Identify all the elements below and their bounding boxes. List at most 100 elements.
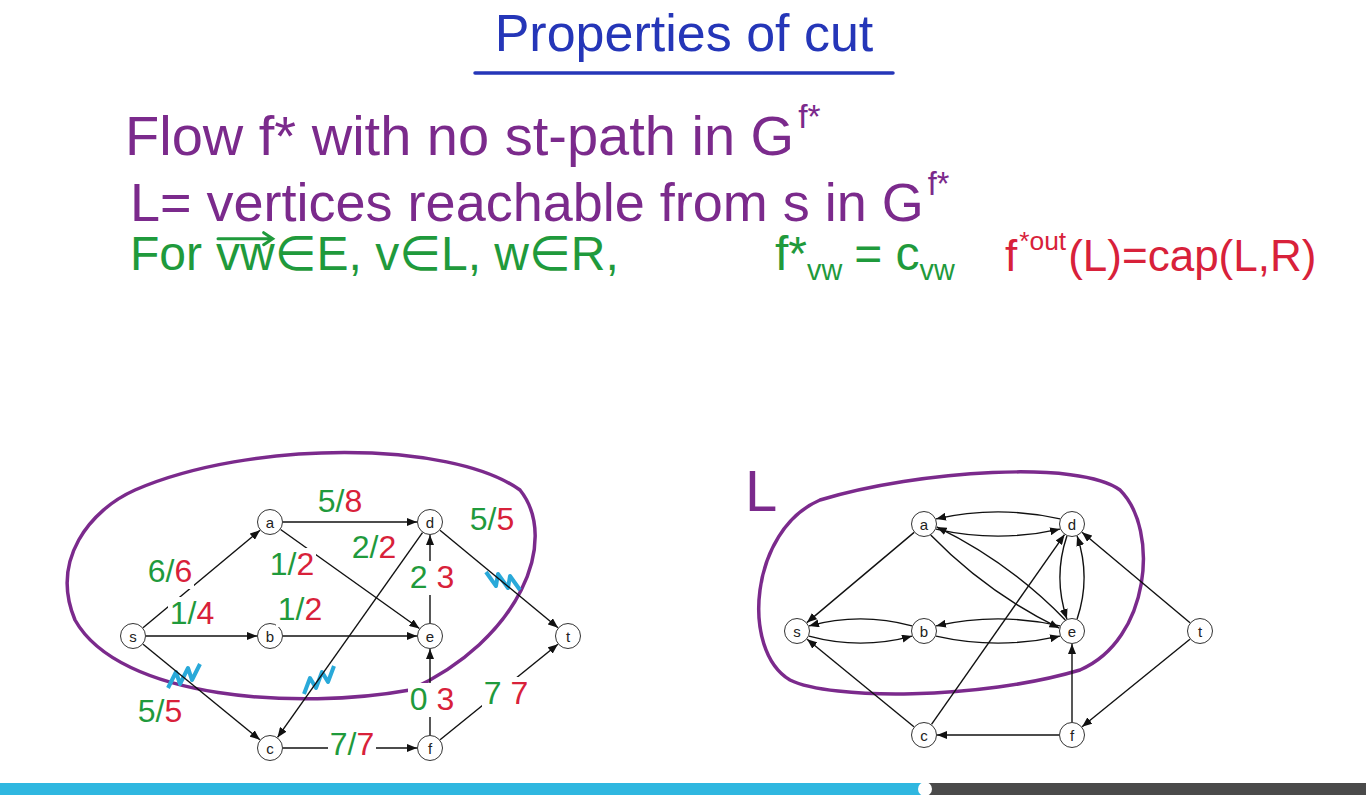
vertex-name: f (428, 741, 432, 756)
flow-value: 6/ (148, 553, 175, 589)
cut-edge-mark (486, 572, 520, 590)
capacity-value: 7 (510, 675, 528, 711)
flow-capacity-label: 1/2 (268, 548, 316, 582)
flow-edge (809, 636, 912, 643)
slide-text: Flow f* with no st-path in G (125, 104, 794, 167)
flow-edge (936, 529, 1060, 536)
flow-capacity-label: 7 7 (482, 677, 530, 711)
slide-text: vw (216, 227, 275, 280)
flow-capacity-label: 5/5 (468, 503, 516, 537)
text-line: L= vertices reachable from s in Gf* (130, 166, 949, 233)
text-line: f*out(L)=cap(L,R) (1005, 226, 1316, 282)
capacity-value: 3 (436, 559, 454, 595)
cut-edge-mark (304, 666, 334, 694)
graph-vertex: s (120, 623, 146, 649)
flow-edge (1082, 532, 1190, 622)
vertex-name: b (920, 624, 928, 639)
graph-vertex: t (1187, 618, 1213, 644)
flow-capacity-label: 7/7 (328, 728, 376, 762)
flow-value: 7 (484, 675, 511, 711)
cut-outline (759, 472, 1144, 694)
capacity-value: 2 (296, 546, 314, 582)
capacity-value: 8 (344, 483, 362, 519)
capacity-value: 2 (304, 591, 322, 627)
flow-edge (936, 619, 1060, 626)
capacity-value: 5 (496, 501, 514, 537)
slide-text: L= vertices reachable from s in G (130, 172, 924, 232)
flow-capacity-label: 5/5 (136, 695, 184, 729)
capacity-value: 2 (378, 529, 396, 565)
slide-text: (L)=cap(L,R) (1068, 231, 1316, 280)
flow-capacity-label: 1/4 (168, 597, 216, 631)
graph-vertex: d (1059, 511, 1085, 537)
graph-vertex: a (257, 509, 283, 535)
vertex-name: t (566, 629, 570, 644)
slide-text: ∈E, v∈L, w∈R, (275, 227, 619, 280)
flow-value: 5/ (318, 483, 345, 519)
graph-vertex: a (911, 511, 937, 537)
flow-edge (936, 512, 1060, 519)
capacity-value: 6 (174, 553, 192, 589)
capacity-value: 4 (196, 595, 214, 631)
flow-value: 1/ (278, 591, 305, 627)
flow-value: 2 (410, 559, 437, 595)
flow-edge (807, 639, 914, 727)
flow-edge (1060, 536, 1067, 619)
flow-capacity-label: 2 3 (408, 561, 456, 595)
flow-edge (1071, 644, 1072, 722)
vertex-name: a (920, 517, 928, 532)
vertex-name: s (793, 624, 801, 639)
graph-vertex: e (417, 623, 443, 649)
cut-edge-mark (168, 664, 200, 688)
capacity-value: 3 (436, 681, 454, 717)
flow-capacity-label: 5/8 (316, 485, 364, 519)
capacity-value: 5 (164, 693, 182, 729)
flow-edge (440, 530, 558, 627)
flow-edge (936, 636, 1060, 643)
flow-edge (937, 734, 1059, 735)
graph-vertex: e (1059, 618, 1085, 644)
superscript: f* (928, 166, 950, 202)
flow-edge (283, 521, 417, 522)
subscript: vw (807, 254, 842, 286)
flow-capacity-label: 1/2 (276, 593, 324, 627)
slide-text: L (745, 458, 777, 523)
flow-edge (1082, 639, 1190, 727)
graph-vertex: c (911, 722, 937, 748)
capacity-value: 7 (356, 726, 374, 762)
flow-edge (809, 619, 912, 626)
flow-edge (931, 535, 1060, 628)
vertex-name: s (129, 629, 137, 644)
flow-value: 2/ (352, 529, 379, 565)
title-underline (475, 71, 893, 75)
flow-value: 5/ (470, 501, 497, 537)
slide-text: For (130, 227, 202, 280)
flow-value: 7/ (330, 726, 357, 762)
flow-edge (932, 535, 1065, 725)
vertex-name: d (426, 515, 434, 530)
flow-value: 1/ (170, 595, 197, 631)
text-line: Forvw∈E, v∈L, w∈R, (130, 226, 619, 281)
flow-edge (146, 635, 257, 636)
slide-text: = c (854, 227, 919, 280)
flow-capacity-label: 0 3 (408, 683, 456, 717)
flow-capacity-label: 6/6 (146, 555, 194, 589)
vertex-name: f (1070, 728, 1074, 743)
graph-vertex: s (784, 618, 810, 644)
graph-vertex: f (1059, 722, 1085, 748)
flow-value: 5/ (138, 693, 165, 729)
graph-vertex: d (417, 509, 443, 535)
flow-value: 1/ (270, 546, 297, 582)
vertex-name: b (266, 629, 274, 644)
graph-vertex: f (417, 735, 443, 761)
progress-knob (918, 782, 932, 795)
flow-edge (1077, 536, 1084, 619)
vertex-name: e (426, 629, 434, 644)
progress-track (925, 783, 1366, 795)
graph-vertex: t (555, 623, 581, 649)
slide-title: Properties of cut (495, 2, 874, 64)
vertex-name: a (266, 515, 274, 530)
vertex-name: d (1068, 517, 1076, 532)
